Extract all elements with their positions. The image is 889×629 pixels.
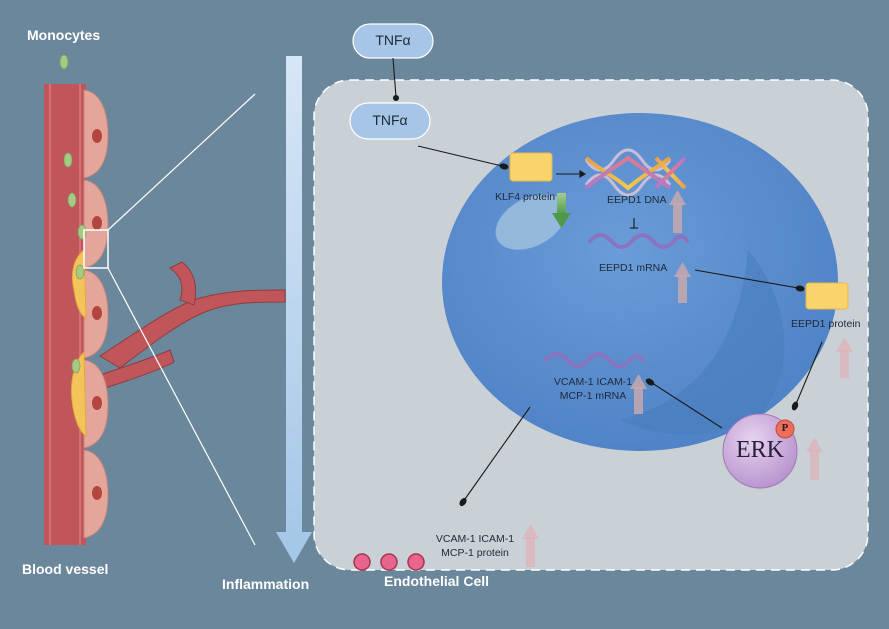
mrna-strand-icon bbox=[544, 233, 689, 368]
phosphate-badge-icon bbox=[775, 419, 795, 439]
monocyte-cells bbox=[59, 54, 87, 374]
monocytes-label: Monocytes bbox=[27, 27, 101, 43]
adhesion-protein-label-1: VCAM-1 ICAM-1 bbox=[435, 533, 515, 545]
erk-label: ERK bbox=[736, 437, 784, 463]
up-arrow-icon bbox=[522, 190, 853, 567]
endothelial-cell-label: Endothelial Cell bbox=[384, 573, 490, 589]
tnf-receptors bbox=[349, 23, 434, 140]
tnf-outer-label: TNFα bbox=[375, 32, 411, 48]
phospho-label: P bbox=[781, 422, 789, 434]
dna-helix-icon bbox=[584, 148, 687, 197]
inflammation-label: Inflammation bbox=[222, 576, 310, 592]
adhesion-mrna-label-2: MCP-1 mRNA bbox=[559, 390, 627, 402]
protein-box-icon bbox=[509, 152, 849, 310]
adhesion-protein-label-2: MCP-1 protein bbox=[441, 547, 509, 559]
endothelial-cells bbox=[83, 89, 109, 539]
eepd1-protein-label: EEPD1 protein bbox=[791, 318, 861, 330]
down-arrow-icon bbox=[552, 193, 571, 228]
adhesion-mrna-label-1: VCAM-1 ICAM-1 bbox=[553, 376, 633, 388]
blood-vessel-label: Blood vessel bbox=[22, 561, 109, 577]
capillary-branch bbox=[99, 261, 286, 389]
nucleus bbox=[442, 113, 838, 451]
pathway-connectors bbox=[392, 57, 823, 507]
tnf-inner-label: TNFα bbox=[372, 112, 408, 128]
inflammation-arrow bbox=[276, 56, 312, 563]
blood-vessel bbox=[44, 84, 86, 545]
adhesion-molecules bbox=[353, 553, 425, 571]
klf4-protein-label: KLF4 protein bbox=[495, 191, 556, 203]
zoom-indicator bbox=[83, 93, 256, 546]
eepd1-mrna-label: EEPD1 mRNA bbox=[599, 262, 668, 274]
eepd1-dna-label: EEPD1 DNA bbox=[607, 194, 667, 206]
